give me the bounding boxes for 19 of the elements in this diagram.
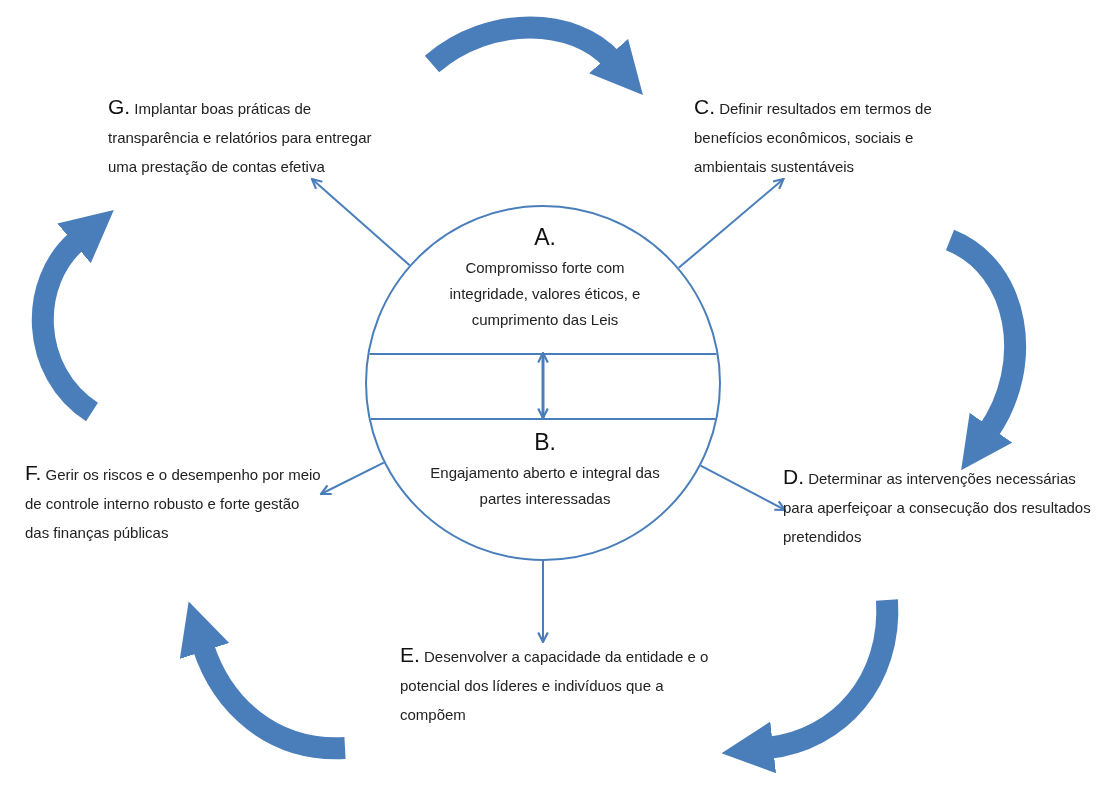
step-description: F. Gerir os riscos e o desempenho por meio de controle interno robusto e forte gestão das finanças públicas — [25, 460, 322, 543]
segment-text: Engajamento aberto e integral das partes interessadas — [429, 463, 661, 509]
arrow — [699, 464, 787, 512]
circle-outline — [365, 205, 721, 561]
arrow — [537, 351, 549, 420]
segment-text: Compromisso forte com integridade, valores éticos, e cumprimento das Leis — [448, 258, 642, 330]
step-description: C. Definir resultados em termos de benefícios econômicos, sociais e ambientais sustentáveis — [694, 94, 933, 177]
curved-arrow — [721, 599, 899, 773]
segment-letter: A. — [534, 223, 556, 252]
step-description: G. Implantar boas práticas de transparência e relatórios para entregar uma prestação de contas efetiva — [108, 94, 373, 177]
arrow — [319, 461, 385, 496]
step-description: D. Determinar as intervenções necessárias para aperfeiçoar a consecução dos resultados pretendidos — [783, 464, 1092, 547]
step-description: E. Desenvolver a capacidade da entidade e o potencial dos líderes e indivíduos que a compõem — [400, 642, 710, 725]
curved-arrow — [425, 16, 646, 93]
arrow — [677, 177, 785, 269]
segment-letter: B. — [534, 428, 556, 457]
arrow — [537, 560, 549, 644]
curved-arrow — [180, 602, 346, 759]
arrow — [310, 177, 411, 267]
